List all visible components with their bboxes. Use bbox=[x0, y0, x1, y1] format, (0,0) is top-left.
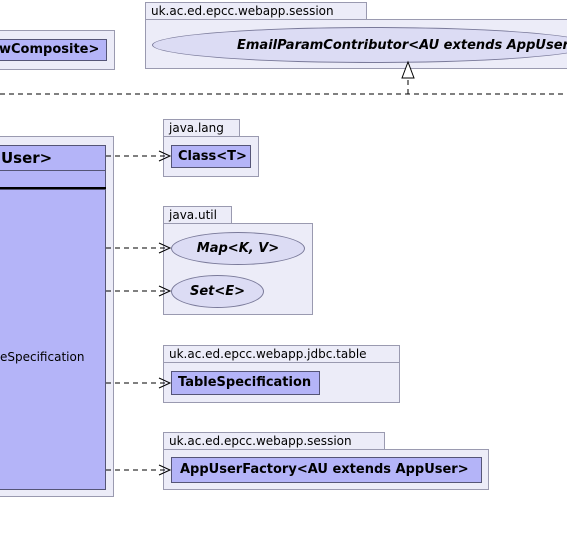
main-class-operations bbox=[0, 189, 106, 490]
java-util-package-tab: java.util bbox=[163, 206, 232, 224]
table-specification-class[interactable]: TableSpecification bbox=[171, 371, 320, 395]
session-package-top-tab: uk.ac.ed.epcc.webapp.session bbox=[145, 2, 367, 20]
java-lang-package-tab: java.lang bbox=[163, 119, 240, 137]
session-package-bottom-tab: uk.ac.ed.epcc.webapp.session bbox=[163, 432, 385, 450]
email-param-contributor-interface[interactable]: EmailParamContributor<AU extends AppUser… bbox=[152, 27, 567, 63]
arrowhead-class bbox=[158, 150, 172, 162]
arrowhead-table-specification bbox=[158, 377, 172, 389]
map-interface[interactable]: Map<K, V> bbox=[171, 232, 305, 265]
set-interface[interactable]: Set<E> bbox=[171, 275, 264, 308]
main-class-title-text: User> bbox=[1, 149, 53, 167]
arrowhead-set bbox=[158, 285, 172, 297]
jdbc-table-package-tab: uk.ac.ed.epcc.webapp.jdbc.table bbox=[163, 345, 400, 363]
compartment-divider bbox=[0, 187, 106, 190]
app-user-factory-class[interactable]: AppUserFactory<AU extends AppUser> bbox=[171, 457, 482, 483]
realization-triangle bbox=[401, 60, 415, 79]
arrowhead-map bbox=[158, 242, 172, 254]
top-left-class[interactable]: wComposite> bbox=[0, 39, 107, 61]
class-t-class[interactable]: Class<T> bbox=[171, 145, 251, 168]
main-class-member: eSpecification bbox=[0, 350, 85, 364]
arrowhead-app-user-factory bbox=[158, 464, 172, 476]
